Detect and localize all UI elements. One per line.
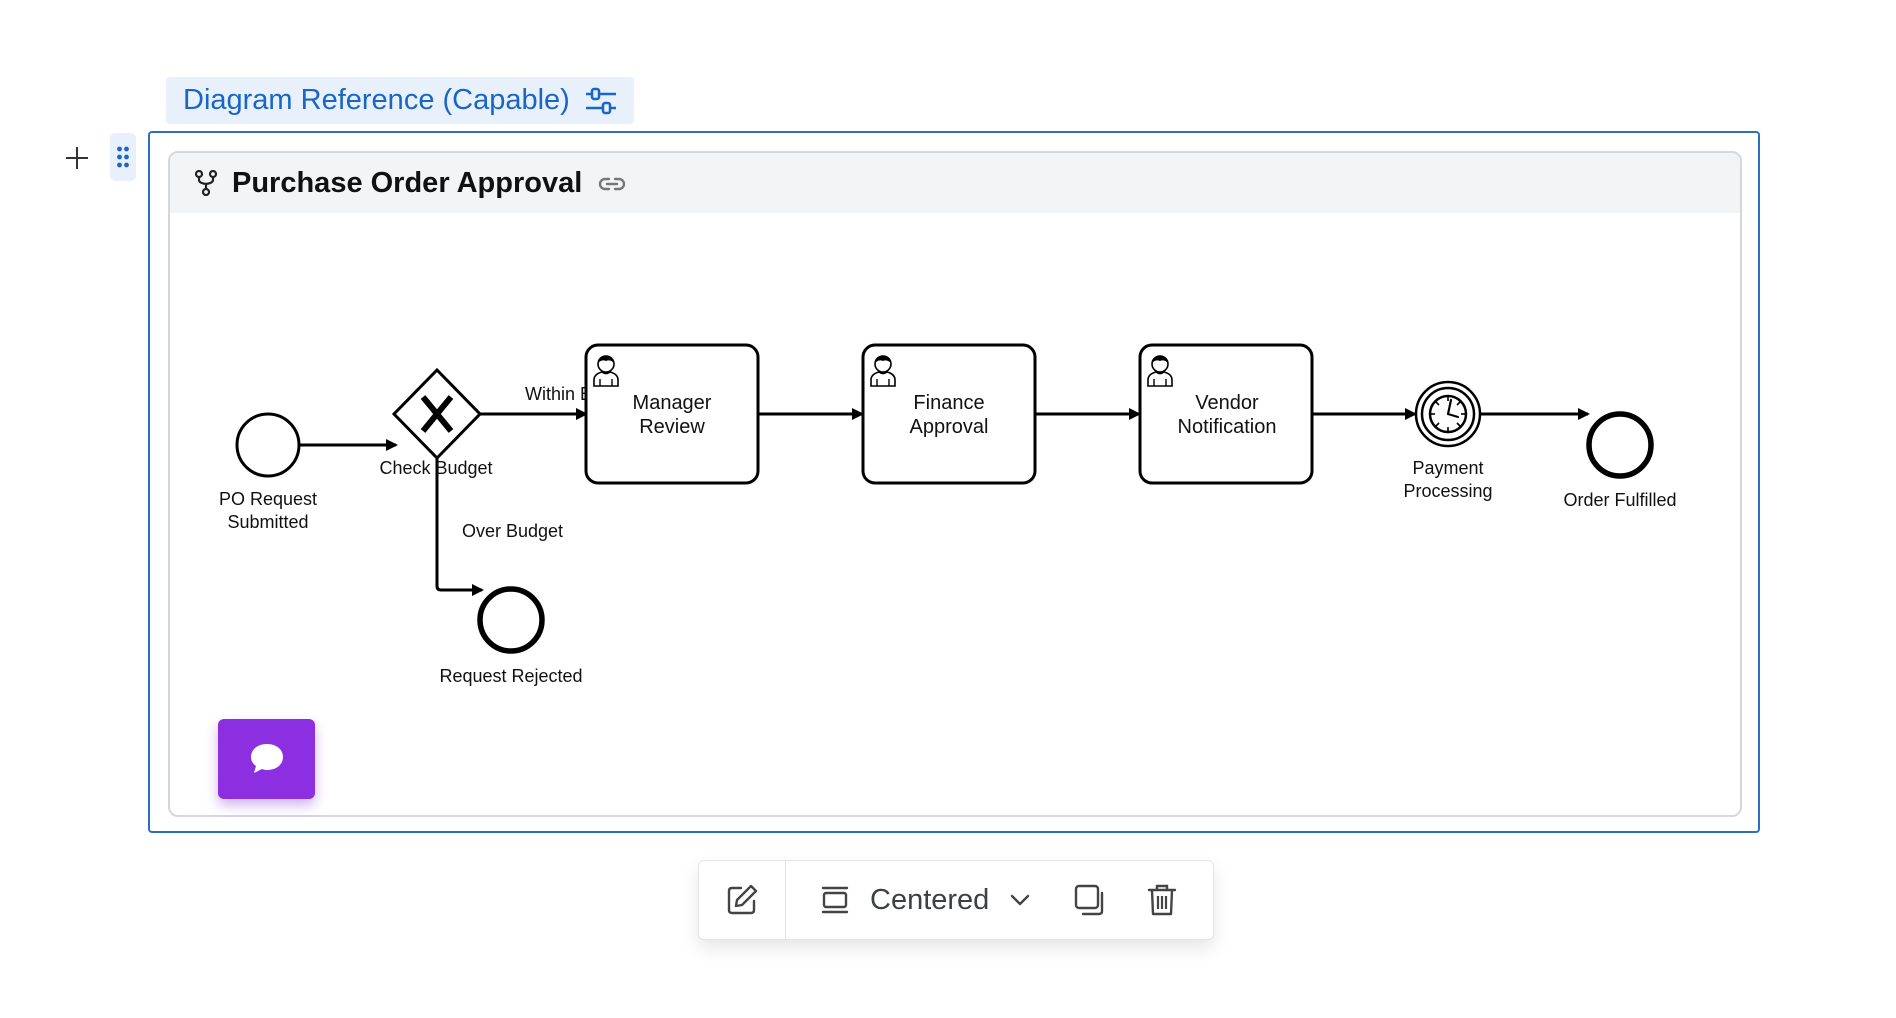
task-label-line2: Notification [1178, 416, 1277, 438]
chat-bubble-icon [250, 744, 283, 773]
sliders-icon[interactable] [584, 86, 618, 116]
page-title: Purchase Order Approval [232, 166, 583, 199]
timer-event-label-line2: Processing [1403, 481, 1492, 501]
task-label-line2: Approval [910, 416, 989, 438]
timer-event-label-line1: Payment [1412, 458, 1483, 478]
exclusive-gateway[interactable] [391, 367, 483, 461]
user-task-finance-approval[interactable] [861, 343, 1037, 485]
delete-button[interactable] [1147, 883, 1177, 917]
start-event[interactable] [235, 412, 301, 478]
end-event-fulfilled-label: Order Fulfilled [1563, 490, 1676, 510]
task-label-line1: Vendor [1195, 392, 1259, 414]
user-task-vendor-notification[interactable] [1138, 343, 1314, 485]
drag-handle-icon [117, 146, 129, 168]
chevron-down-icon [1011, 894, 1030, 906]
user-icon [1147, 355, 1173, 387]
task-label-line2: Review [639, 416, 705, 438]
card-header: Purchase Order Approval [170, 153, 1740, 213]
task-label-line1: Manager [633, 392, 712, 414]
trash-icon [1148, 884, 1177, 916]
edit-button[interactable] [699, 861, 786, 939]
copy-icon [1075, 884, 1104, 916]
flow-label-over-budget: Over Budget [462, 521, 563, 541]
selected-block-frame [148, 131, 1760, 833]
branch-icon [194, 170, 218, 196]
layout-dropdown[interactable]: Centered [820, 884, 1031, 917]
gateway-label: Check Budget [379, 458, 492, 478]
link-icon[interactable] [596, 173, 626, 193]
sequence-flow-over-budget[interactable] [435, 458, 484, 596]
end-event-fulfilled[interactable] [1586, 411, 1654, 479]
user-icon [870, 355, 896, 387]
task-label-line1: Finance [913, 392, 984, 414]
timer-event[interactable] [1414, 380, 1482, 448]
diagram-reference-label: Diagram Reference (Capable) [183, 84, 570, 116]
diagram-card: Purchase Order Approval [168, 151, 1742, 817]
user-icon [593, 355, 619, 387]
end-event-rejected-label: Request Rejected [439, 666, 582, 686]
diagram-reference-tag[interactable]: Diagram Reference (Capable) [166, 77, 634, 124]
add-block-button[interactable] [62, 143, 92, 173]
layout-centered-icon [821, 886, 849, 914]
layout-label: Centered [870, 883, 990, 916]
end-event-rejected[interactable] [477, 586, 545, 654]
start-event-label-line1: PO Request [219, 489, 317, 509]
copy-button[interactable] [1073, 883, 1107, 917]
plus-icon [66, 147, 88, 169]
edit-icon [727, 884, 758, 915]
start-event-label-line2: Submitted [227, 512, 308, 532]
drag-handle[interactable] [110, 133, 136, 181]
chat-button[interactable] [218, 719, 315, 799]
block-toolbar: Centered [698, 860, 1214, 940]
user-task-manager-review[interactable] [584, 343, 760, 485]
